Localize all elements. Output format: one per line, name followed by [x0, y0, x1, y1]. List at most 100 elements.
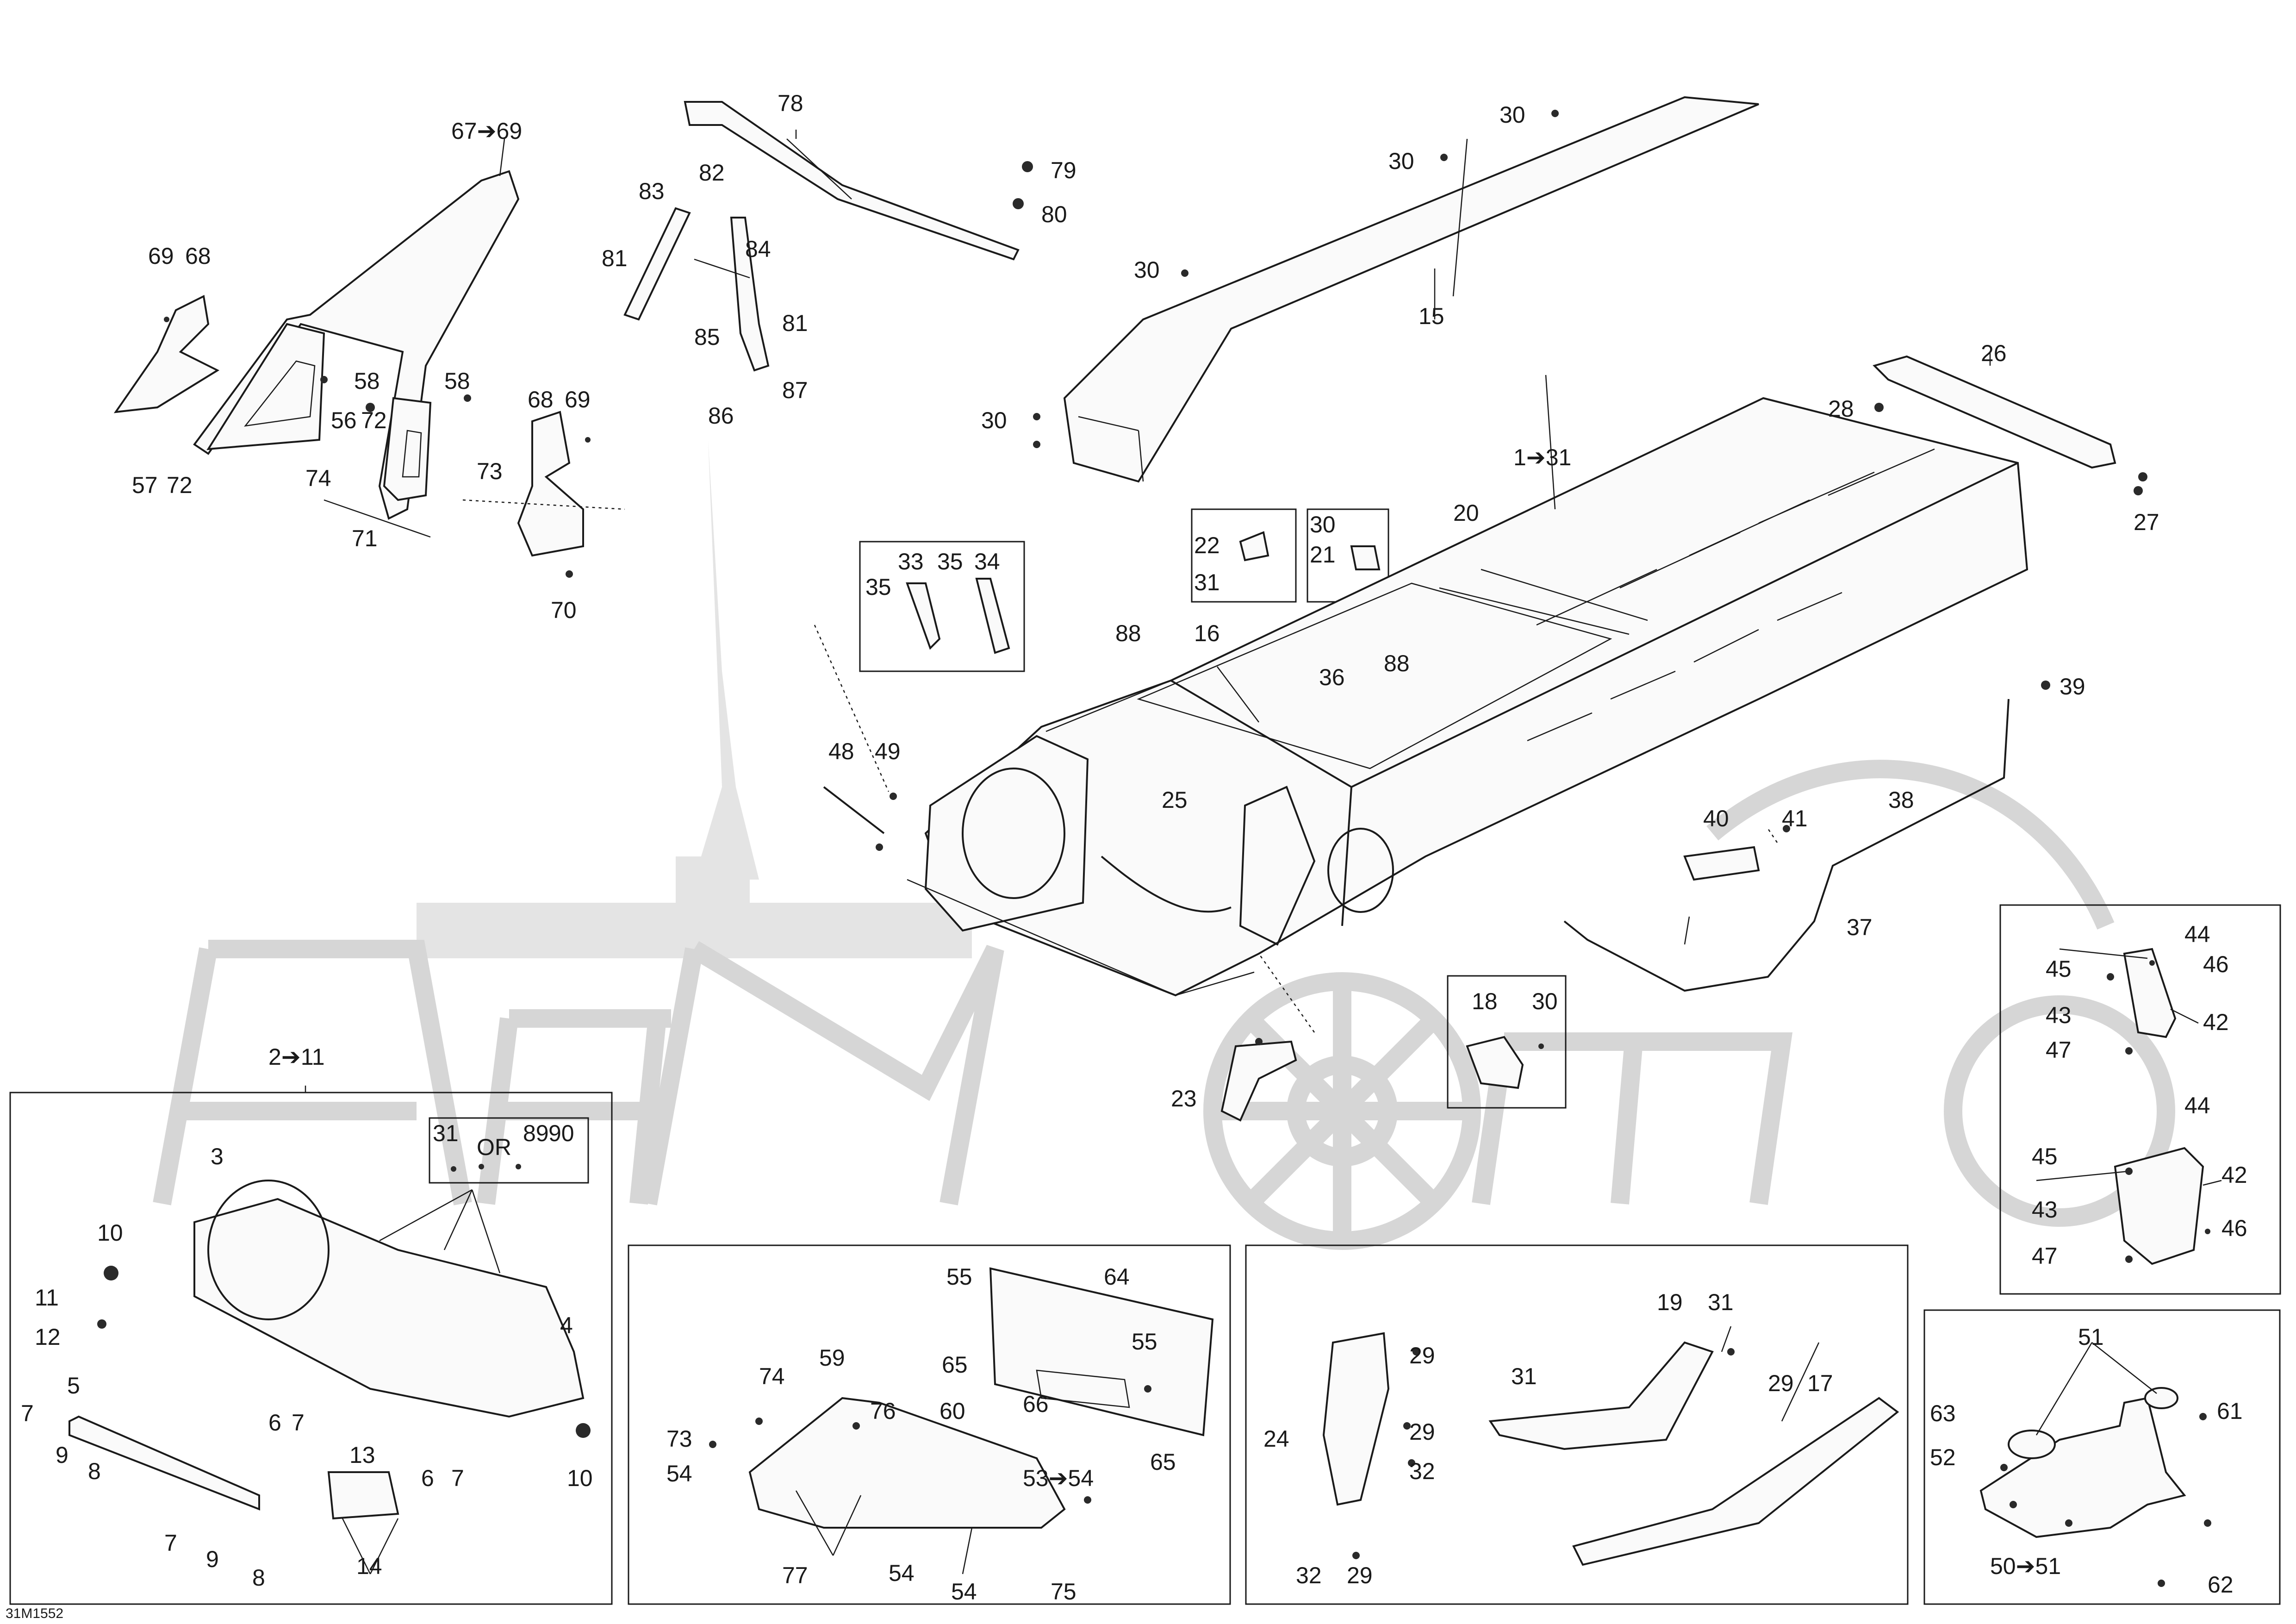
callout-30-c: 30 — [1134, 257, 1160, 283]
callout-79: 79 — [1051, 157, 1076, 183]
callout-29-a: 29 — [1409, 1343, 1435, 1368]
callout-67-69: 67➔69 — [451, 118, 522, 144]
inset-box-bracket-18 — [1447, 975, 1567, 1109]
callout-10-a: 10 — [97, 1220, 123, 1246]
callout-68-a: 68 — [185, 243, 211, 269]
inset-box-brackets-33-35 — [859, 541, 1025, 672]
callout-36: 36 — [1319, 664, 1345, 690]
part-chassis-tunnel — [924, 397, 2028, 997]
callout-63: 63 — [1930, 1400, 1956, 1426]
diagram-code: 31M1552 — [6, 1606, 63, 1621]
callout-27: 27 — [2134, 509, 2159, 535]
callout-62: 62 — [2208, 1572, 2234, 1598]
callout-34: 34 — [974, 549, 1000, 575]
callout-80: 80 — [1041, 201, 1067, 227]
callout-or: OR — [477, 1134, 511, 1160]
callout-69-b: 69 — [565, 387, 591, 412]
callout-57: 57 — [132, 472, 158, 498]
inset-box-clip-22 — [1191, 508, 1297, 603]
callout-58-b: 58 — [444, 368, 470, 394]
callout-26: 26 — [1981, 340, 2007, 366]
callout-69-a: 69 — [148, 243, 174, 269]
watermark-logo — [153, 440, 2175, 1250]
callout-68-b: 68 — [528, 387, 554, 412]
inset-box-rear-reinforcement — [1245, 1244, 1909, 1605]
callout-7-c: 7 — [451, 1465, 464, 1491]
fasteners — [97, 110, 2211, 1587]
callout-88-b: 88 — [1384, 650, 1410, 676]
callout-73-a: 73 — [477, 458, 503, 484]
callout-70: 70 — [551, 597, 577, 623]
callout-73-b: 73 — [666, 1426, 692, 1452]
callout-6-a: 6 — [268, 1410, 281, 1436]
callout-44-b: 44 — [2184, 1093, 2210, 1118]
part-rear-bumper — [1873, 355, 2116, 469]
callout-30-e: 30 — [1310, 512, 1336, 537]
callout-88-a: 88 — [1115, 620, 1141, 646]
callout-13: 13 — [349, 1442, 375, 1468]
callout-58-a: 58 — [354, 368, 380, 394]
callout-54-b: 54 — [889, 1560, 915, 1586]
callout-29-d: 29 — [1347, 1562, 1373, 1588]
callout-30-a: 30 — [1500, 102, 1525, 128]
callout-33: 33 — [898, 549, 924, 575]
callout-16: 16 — [1194, 620, 1220, 646]
callout-64: 64 — [1104, 1264, 1130, 1290]
callout-48: 48 — [828, 738, 854, 764]
callout-5: 5 — [67, 1373, 80, 1399]
callout-1-31: 1➔31 — [1513, 444, 1571, 470]
callout-74-b: 74 — [759, 1363, 785, 1389]
callout-9-a: 9 — [56, 1442, 68, 1468]
part-bracket-81-left — [623, 207, 691, 321]
callout-77: 77 — [782, 1562, 808, 1588]
callout-50-51: 50➔51 — [1990, 1553, 2061, 1579]
callout-53-54: 53➔54 — [1023, 1465, 1094, 1491]
callout-31-b: 31 — [433, 1120, 459, 1146]
callout-47-b: 47 — [2032, 1243, 2058, 1269]
part-heat-exchanger — [1063, 96, 1759, 483]
callout-6-b: 6 — [421, 1465, 434, 1491]
part-foot-step — [1683, 846, 1760, 881]
callout-29-c: 29 — [1409, 1419, 1435, 1445]
callout-32-a: 32 — [1409, 1458, 1435, 1484]
callout-45-a: 45 — [2046, 956, 2072, 982]
callout-31-c: 31 — [1708, 1289, 1734, 1315]
callout-7-b: 7 — [292, 1410, 305, 1436]
callout-17: 17 — [1807, 1370, 1833, 1396]
part-bracket-81-right — [730, 217, 770, 372]
callout-56: 56 — [331, 407, 357, 433]
part-footrest-bracket — [748, 1397, 1066, 1529]
callout-43-a: 43 — [2046, 1002, 2072, 1028]
callout-7-a: 7 — [21, 1400, 34, 1426]
callout-85: 85 — [694, 324, 720, 350]
callout-12: 12 — [35, 1324, 61, 1350]
callout-42-a: 42 — [2203, 1009, 2229, 1035]
callout-87: 87 — [782, 377, 808, 403]
callout-19: 19 — [1657, 1289, 1683, 1315]
callout-59: 59 — [819, 1345, 845, 1371]
part-reinforcement-19 — [1488, 1341, 1714, 1450]
callout-3: 3 — [211, 1143, 224, 1169]
callout-14: 14 — [356, 1553, 382, 1579]
callout-21: 21 — [1310, 542, 1336, 568]
callout-30-d: 30 — [981, 407, 1007, 433]
callout-28: 28 — [1828, 396, 1854, 422]
part-plate-64 — [989, 1267, 1214, 1437]
callout-8-a: 8 — [88, 1458, 101, 1484]
callout-40: 40 — [1703, 806, 1729, 831]
part-plate-42-top — [2123, 948, 2177, 1038]
part-front-bulkhead — [924, 735, 1089, 932]
part-plate-42-bottom — [2114, 1147, 2204, 1265]
inset-box-engine-mount — [1923, 1309, 2281, 1605]
leader-lines — [305, 130, 2222, 1574]
callout-11: 11 — [35, 1285, 59, 1311]
callout-46-b: 46 — [2221, 1215, 2247, 1241]
callout-37: 37 — [1847, 914, 1873, 940]
callout-90: 90 — [548, 1120, 574, 1146]
callout-18: 18 — [1472, 988, 1498, 1014]
inset-box-footrest-bracket — [628, 1244, 1231, 1605]
callout-52: 52 — [1930, 1444, 1956, 1470]
callout-31-d: 31 — [1511, 1363, 1537, 1389]
callout-30-b: 30 — [1388, 148, 1414, 174]
callout-83: 83 — [639, 178, 665, 204]
